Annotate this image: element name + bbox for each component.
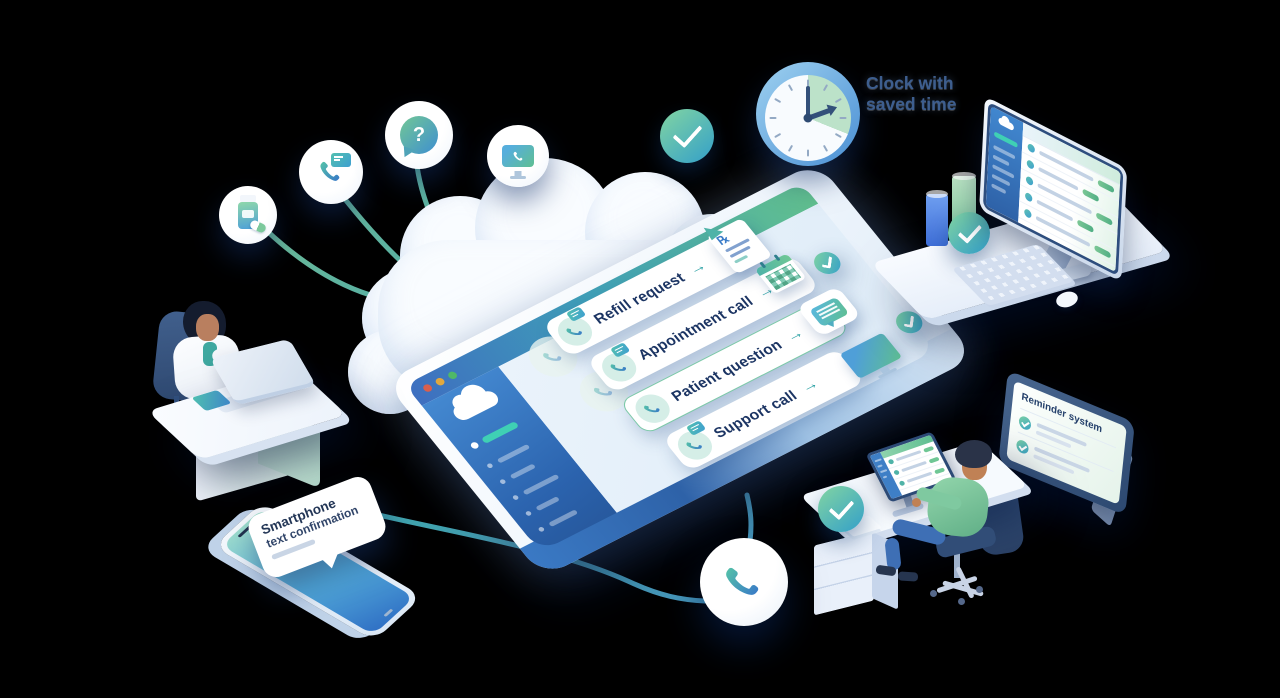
clock-face [765, 75, 851, 161]
charging-port [383, 608, 394, 617]
phone-message-icon [299, 140, 363, 204]
cloud-logo-icon [998, 116, 1014, 132]
person-head [196, 314, 219, 341]
phone-chat-icon [670, 419, 719, 465]
check-icon [818, 486, 864, 532]
arrow-icon: → [797, 375, 823, 397]
wire-panel-to-call [744, 492, 754, 544]
question-bubble-icon: ? [385, 101, 453, 169]
phone-call-icon [700, 538, 788, 626]
sidebar-active-item [480, 421, 520, 444]
cloud-logo-icon [449, 388, 502, 423]
bar-chart-blue-bar [926, 190, 948, 246]
medication-bottle-icon [219, 186, 277, 244]
arrow-icon: → [685, 257, 711, 279]
video-call-icon [487, 125, 549, 187]
phone-chat-icon [595, 341, 643, 387]
wire-bubble-to-call [371, 511, 708, 604]
sidebar-item [486, 444, 531, 469]
sidebar-item [537, 509, 579, 533]
window-dot-green [446, 370, 459, 381]
check-icon [660, 109, 714, 163]
check-icon [948, 212, 990, 254]
screen-sidebar [985, 105, 1024, 223]
clock-illustration [756, 58, 872, 170]
window-dot-yellow [433, 376, 447, 387]
check-icon [1015, 438, 1030, 456]
arrow-icon: → [782, 324, 808, 346]
desk-drawers [814, 530, 874, 616]
person-shoe [897, 571, 919, 582]
person-hand [912, 498, 921, 507]
sidebar-item [524, 496, 560, 517]
sidebar-active-dot [469, 441, 481, 450]
sidebar-item [498, 463, 537, 485]
check-icon [1018, 414, 1032, 432]
window-dot-red [421, 383, 434, 394]
chair-pole [954, 550, 960, 578]
clock-minute-hand [806, 86, 810, 118]
person-hair [955, 440, 992, 468]
phone-chat-icon [550, 305, 599, 351]
phone-icon [628, 388, 677, 428]
clock-caption: Clock with saved time [866, 73, 957, 114]
sidebar-item [511, 473, 560, 501]
